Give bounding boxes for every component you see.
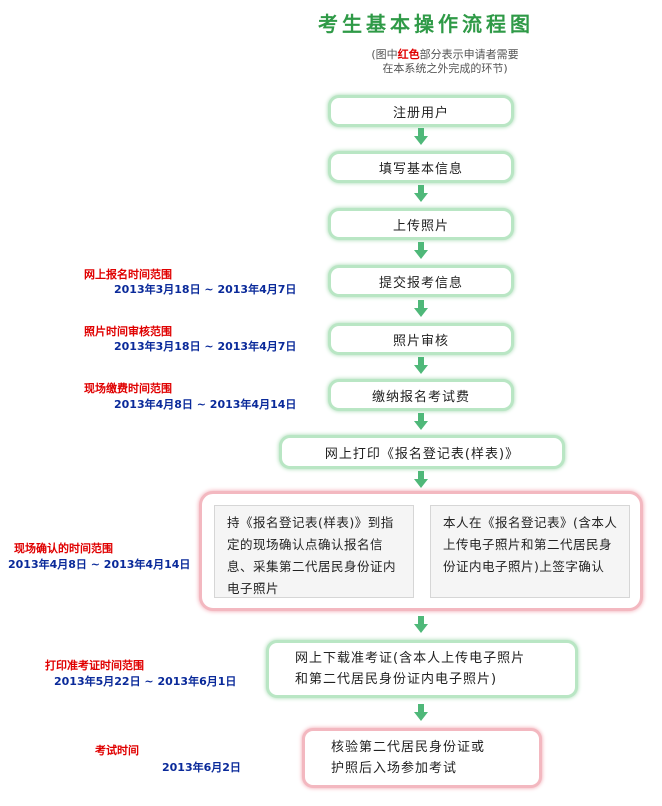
schedule-date-exam: 2013年6月2日 bbox=[162, 761, 241, 774]
schedule-label-online-signup: 网上报名时间范围 bbox=[84, 268, 172, 281]
step-photo-review: 照片审核 bbox=[328, 323, 514, 355]
schedule-date-onsite-confirm: 2013年4月8日 ~ 2013年4月14日 bbox=[8, 558, 191, 571]
note-prefix: (图中 bbox=[371, 48, 398, 61]
exam-line1: 核验第二代居民身份证或 bbox=[331, 740, 486, 755]
schedule-label-fee-payment: 现场缴费时间范围 bbox=[84, 382, 172, 395]
step-register-label: 注册用户 bbox=[392, 105, 449, 121]
step-onsite-confirm: 持《报名登记表(样表)》到指定的现场确认点确认报名信息、采集第二代居民身份证内电… bbox=[199, 491, 643, 611]
legend-note: (图中红色部分表示申请者需要 在本系统之外完成的环节) bbox=[340, 48, 550, 76]
schedule-date-photo-review: 2013年3月18日 ~ 2013年4月7日 bbox=[114, 340, 297, 353]
step-upload-photo-label: 上传照片 bbox=[392, 218, 449, 234]
step-basic-info: 填写基本信息 bbox=[328, 151, 514, 183]
step-pay-fee: 缴纳报名考试费 bbox=[328, 379, 514, 411]
down-arrow-icon bbox=[414, 128, 428, 145]
download-line2: 和第二代居民身份证内电子照片) bbox=[295, 672, 498, 687]
confirm-left-text: 持《报名登记表(样表)》到指定的现场确认点确认报名信息、采集第二代居民身份证内电… bbox=[214, 505, 414, 598]
download-line1: 网上下载准考证(含本人上传电子照片 bbox=[295, 651, 526, 666]
down-arrow-icon bbox=[414, 704, 428, 721]
schedule-date-print-ticket: 2013年5月22日 ~ 2013年6月1日 bbox=[54, 675, 237, 688]
down-arrow-icon bbox=[414, 616, 428, 633]
down-arrow-icon bbox=[414, 300, 428, 317]
step-photo-review-label: 照片审核 bbox=[392, 333, 449, 349]
step-print-form-label: 网上打印《报名登记表(样表)》 bbox=[324, 446, 520, 462]
step-submit-info-label: 提交报考信息 bbox=[378, 275, 463, 291]
down-arrow-icon bbox=[414, 185, 428, 202]
note-line2: 在本系统之外完成的环节) bbox=[382, 62, 508, 75]
down-arrow-icon bbox=[414, 357, 428, 374]
step-download-ticket: 网上下载准考证(含本人上传电子照片 和第二代居民身份证内电子照片) bbox=[266, 640, 578, 698]
step-print-form: 网上打印《报名登记表(样表)》 bbox=[279, 435, 565, 469]
step-pay-fee-label: 缴纳报名考试费 bbox=[371, 389, 470, 405]
confirm-right-text: 本人在《报名登记表》(含本人上传电子照片和第二代居民身份证内电子照片)上签字确认 bbox=[430, 505, 630, 598]
schedule-label-print-ticket: 打印准考证时间范围 bbox=[45, 659, 144, 672]
note-suffix: 部分表示申请者需要 bbox=[419, 48, 519, 61]
down-arrow-icon bbox=[414, 471, 428, 488]
step-exam-entry: 核验第二代居民身份证或 护照后入场参加考试 bbox=[302, 728, 542, 788]
exam-line2: 护照后入场参加考试 bbox=[331, 761, 458, 776]
schedule-label-photo-review: 照片时间审核范围 bbox=[84, 325, 172, 338]
schedule-label-exam: 考试时间 bbox=[95, 744, 139, 757]
note-red-word: 红色 bbox=[397, 48, 420, 61]
step-register: 注册用户 bbox=[328, 95, 514, 127]
step-basic-info-label: 填写基本信息 bbox=[378, 161, 463, 177]
down-arrow-icon bbox=[414, 413, 428, 430]
down-arrow-icon bbox=[414, 242, 428, 259]
schedule-date-online-signup: 2013年3月18日 ~ 2013年4月7日 bbox=[114, 283, 297, 296]
step-submit-info: 提交报考信息 bbox=[328, 265, 514, 297]
page-title: 考生基本操作流程图 bbox=[318, 12, 534, 36]
schedule-label-onsite-confirm: 现场确认的时间范围 bbox=[14, 542, 113, 555]
step-upload-photo: 上传照片 bbox=[328, 208, 514, 240]
schedule-date-fee-payment: 2013年4月8日 ~ 2013年4月14日 bbox=[114, 398, 297, 411]
